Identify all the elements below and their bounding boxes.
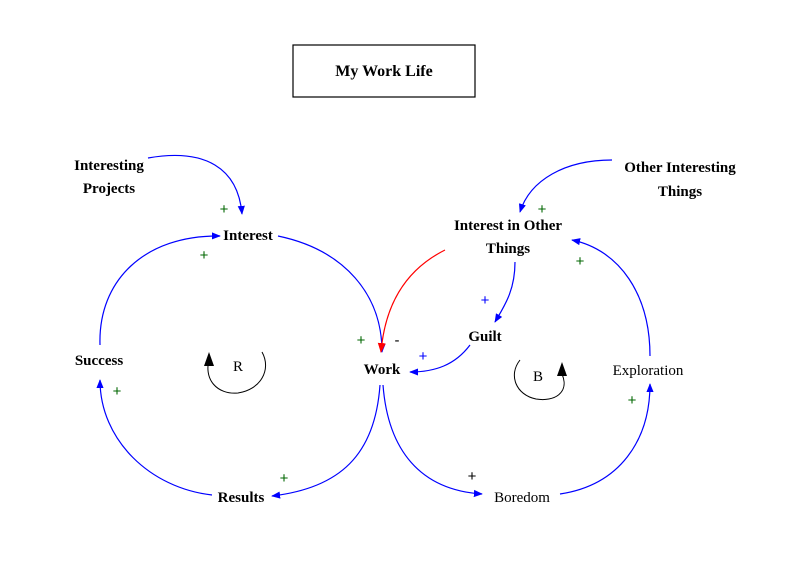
link-projects-to-interest xyxy=(147,154,245,215)
link-work-to-results xyxy=(271,384,381,499)
link-interest-other-to-work xyxy=(377,249,446,353)
polarity-interest-other-to-guilt: + xyxy=(481,292,490,309)
polarity-work-to-results: + xyxy=(280,470,289,487)
loop-arrowhead-b xyxy=(557,362,567,376)
link-boredom-to-exploration xyxy=(559,383,654,495)
link-guilt-to-work xyxy=(409,344,471,376)
loop-indicator-reinforcing: R xyxy=(204,351,267,394)
polarity-results-to-success: + xyxy=(113,383,122,400)
title-box: My Work Life xyxy=(292,44,476,98)
link-exploration-to-interest-other xyxy=(571,238,651,357)
polarity-guilt-to-work: + xyxy=(419,348,428,365)
loop-label-r: R xyxy=(233,359,243,375)
node-interesting-projects-line1: Interesting xyxy=(74,158,144,174)
node-other-interesting-line2: Things xyxy=(658,184,702,200)
node-interest-other-line2: Things xyxy=(486,241,530,257)
diagram-title: My Work Life xyxy=(335,63,432,80)
link-interest-to-work xyxy=(277,235,386,353)
polarity-work-to-boredom: + xyxy=(468,468,477,485)
polarity-exploration-to-interest-other: + xyxy=(576,253,585,270)
node-interest-other-line1: Interest in Other xyxy=(454,218,562,234)
link-other-things-to-interest-other xyxy=(518,159,613,213)
node-interest: Interest xyxy=(223,228,273,244)
link-success-to-interest xyxy=(99,232,221,346)
polarity-interest-to-work: + xyxy=(357,332,366,349)
polarity-interest-other-to-work: - xyxy=(395,332,400,349)
loop-indicator-balancing: B xyxy=(514,359,567,401)
polarity-boredom-to-exploration: + xyxy=(628,392,637,409)
node-success: Success xyxy=(75,353,123,369)
node-exploration: Exploration xyxy=(613,363,684,379)
node-guilt: Guilt xyxy=(468,329,501,345)
loop-arc-r xyxy=(207,351,267,394)
node-boredom: Boredom xyxy=(494,490,550,506)
node-work: Work xyxy=(364,362,401,378)
polarity-other-things-to-interest-other: + xyxy=(538,201,547,218)
loop-label-b: B xyxy=(533,369,543,385)
node-interesting-projects-line2: Projects xyxy=(83,181,135,197)
polarity-projects-to-interest: + xyxy=(220,201,229,218)
node-results: Results xyxy=(218,490,265,506)
loop-arc-b xyxy=(514,359,565,401)
loop-arrowhead-r xyxy=(204,352,214,366)
node-other-interesting-line1: Other Interesting xyxy=(624,160,736,176)
link-work-to-boredom xyxy=(382,384,483,498)
title-frame xyxy=(292,44,476,98)
link-results-to-success xyxy=(96,379,213,496)
polarity-success-to-interest: + xyxy=(200,247,209,264)
link-interest-other-to-guilt xyxy=(494,261,516,323)
